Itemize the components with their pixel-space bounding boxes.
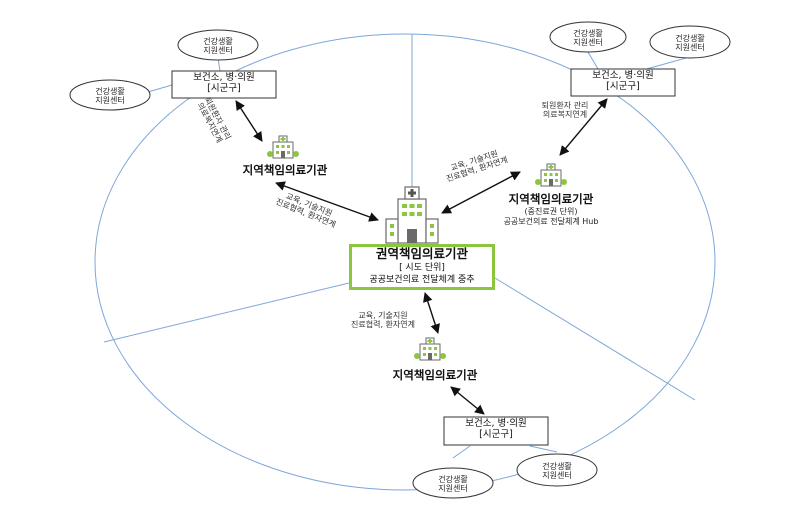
node-top-right-sub1: (중진료권 단위) bbox=[524, 207, 578, 216]
arrow-center-right bbox=[441, 171, 521, 214]
connector-line bbox=[642, 57, 687, 71]
node-top-right-sub2: 공공보건의료 전달체계 Hub bbox=[503, 217, 599, 226]
health-center-ellipse bbox=[69, 79, 151, 111]
health-center-label: 건강생활 지원센터 bbox=[438, 475, 468, 494]
clinic-line1: 보건소, 병·의원 bbox=[592, 70, 654, 81]
regional-hospital-box bbox=[349, 244, 495, 290]
node-top-left-title: 지역책임의료기관 bbox=[242, 163, 328, 177]
connector-line bbox=[587, 51, 599, 70]
clinic-box-top-right bbox=[570, 68, 676, 97]
hospital-icon bbox=[413, 337, 447, 361]
clinic-line2: [시군구] bbox=[207, 82, 241, 94]
health-center-ellipse bbox=[412, 467, 494, 499]
clinic-line1: 보건소, 병·의원 bbox=[465, 418, 527, 429]
arrow-tl-clinic-hospital bbox=[235, 100, 263, 142]
center-sub1: [ 시도 단위] bbox=[399, 263, 445, 273]
region-ellipse bbox=[94, 33, 716, 491]
health-center-label: 건강생활 지원센터 bbox=[203, 37, 233, 56]
health-center-ellipse bbox=[549, 21, 627, 53]
connector-line bbox=[452, 445, 471, 459]
health-center-label: 건강생활 지원센터 bbox=[542, 462, 572, 481]
node-top-right-title: 지역책임의료기관 bbox=[508, 192, 594, 206]
health-center-ellipse bbox=[177, 29, 259, 61]
divider-line-left bbox=[103, 282, 350, 343]
arrow-bottom-hospital-clinic bbox=[450, 386, 485, 415]
node-bottom-title: 지역책임의료기관 bbox=[392, 368, 478, 382]
clinic-box-label: 보건소, 병·의원 [시군구] bbox=[444, 418, 548, 441]
connector-line bbox=[147, 84, 173, 93]
health-center-ellipse bbox=[649, 25, 731, 59]
divider-line-right bbox=[494, 277, 696, 401]
connector-line bbox=[529, 445, 558, 453]
hospital-icon bbox=[534, 163, 568, 187]
clinic-box-label: 보건소, 병·의원 [시군구] bbox=[571, 70, 675, 93]
center-sub2: 공공보건의료 전달체계 중추 bbox=[369, 275, 475, 285]
annotation-tr-discharge: 퇴원환자 관리 의료복지연계 bbox=[541, 101, 589, 120]
clinic-box-top-left bbox=[171, 70, 277, 99]
clinic-line1: 보건소, 병·의원 bbox=[193, 72, 255, 83]
health-center-label: 건강생활 지원센터 bbox=[95, 87, 125, 106]
clinic-box-label: 보건소, 병·의원 [시군구] bbox=[172, 72, 276, 95]
clinic-line2: [시군구] bbox=[479, 428, 513, 440]
arrow-tr-clinic-hospital bbox=[559, 98, 608, 156]
clinic-line2: [시군구] bbox=[606, 80, 640, 92]
arrow-center-left bbox=[275, 181, 379, 222]
health-center-label: 건강생활 지원센터 bbox=[675, 34, 705, 53]
clinic-box-bottom bbox=[443, 416, 549, 446]
central-hospital-icon bbox=[385, 186, 439, 244]
annotation-support-bottom: 교육, 기술지원 진료협력, 환자연계 bbox=[351, 311, 415, 330]
arrow-center-bottom bbox=[423, 292, 440, 334]
health-center-ellipse bbox=[516, 453, 598, 487]
center-title: 권역책임의료기관 bbox=[375, 246, 468, 261]
hospital-icon bbox=[266, 135, 300, 159]
health-center-label: 건강생활 지원센터 bbox=[573, 29, 603, 48]
